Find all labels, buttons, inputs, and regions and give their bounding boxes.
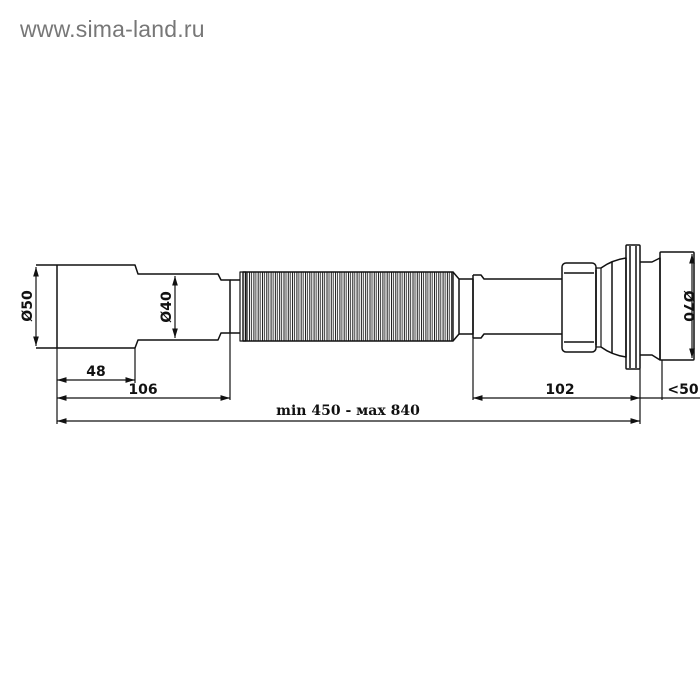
right-tube	[472, 274, 562, 339]
dim-right-end-length: 102	[545, 382, 574, 398]
dim-flange-thickness: <50	[667, 382, 698, 398]
corrugated-hose	[242, 271, 460, 342]
dim-left-outer-diameter: Ø50	[20, 290, 36, 322]
outlet-cone	[600, 257, 627, 358]
outlet-flange	[625, 244, 641, 370]
dim-left-inner-diameter: Ø40	[159, 291, 175, 323]
watermark-text: www.sima-land.ru	[20, 16, 205, 42]
dim-total-length: min 450 - мах 840	[276, 403, 420, 419]
left-socket	[36, 264, 231, 349]
union-nut	[561, 262, 602, 353]
dim-left-socket-length: 48	[86, 364, 105, 380]
dim-left-end-length: 106	[128, 382, 157, 398]
dim-right-flange-diameter: Ø70	[680, 290, 696, 322]
